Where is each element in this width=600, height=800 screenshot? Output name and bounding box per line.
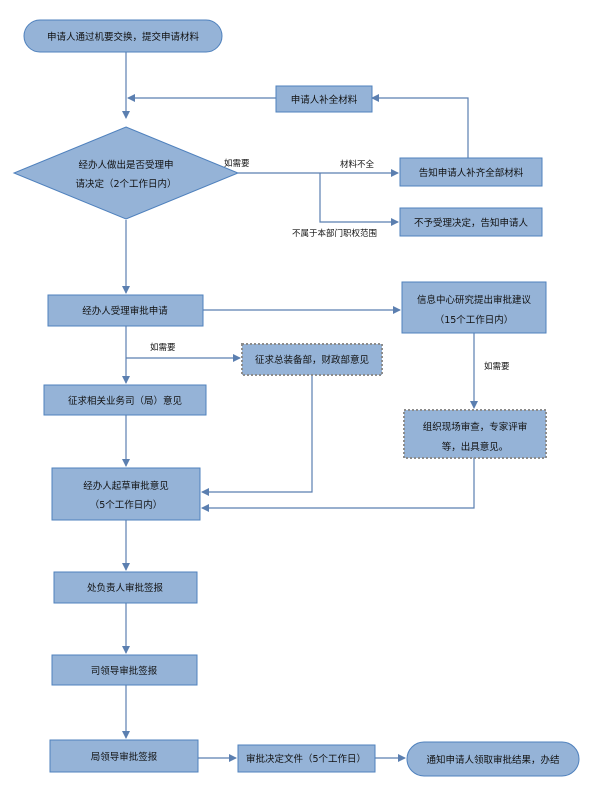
- end-node: 通知申请人领取审批结果，办结: [406, 741, 580, 777]
- edge-label-if-needed-3: 如需要: [484, 361, 510, 372]
- consult-finance-node-label: 征求总装备部，财政部意见: [255, 354, 369, 366]
- decision-doc-node: 审批决定文件（5个工作日）: [237, 744, 376, 773]
- bureau-leader-node: 局领导审批签报: [49, 739, 199, 773]
- info-center-node-label-line2: （15个工作日内）: [435, 314, 514, 326]
- decision-node: 经办人做出是否受理申 请决定（2个工作日内）: [12, 126, 240, 220]
- supplement-node: 申请人补全材料: [275, 85, 373, 113]
- draft-node: 经办人起草审批意见 （5个工作日内）: [51, 467, 201, 521]
- connectors: [122, 52, 478, 762]
- accept-node-label: 经办人受理审批申请: [82, 305, 168, 317]
- connector-notify-to-supplement: [371, 94, 469, 158]
- draft-node-label-line1: 经办人起草审批意见: [83, 480, 169, 492]
- decision-node-label-line1: 经办人做出是否受理申: [78, 159, 173, 171]
- info-center-node: 信息中心研究提出审批建议 （15个工作日内）: [401, 281, 547, 334]
- connector-decision-to-reject: [319, 173, 399, 226]
- start-node-label: 申请人通过机要交换，提交申请材料: [47, 31, 200, 43]
- field-review-node: 组织现场审查，专家评审 等，出具意见。: [403, 409, 547, 459]
- notify-supplement-node-label: 告知申请人补齐全部材料: [419, 167, 524, 179]
- supplement-node-label: 申请人补全材料: [291, 94, 358, 106]
- division-head-node-label: 处负责人审批签报: [87, 582, 164, 594]
- division-head-node: 处负责人审批签报: [53, 571, 198, 604]
- connector-field-review-to-draft: [201, 458, 475, 512]
- field-review-node-label-line2: 等，出具意见。: [442, 441, 509, 453]
- edge-label-out-of-scope: 不属于本部门职权范围: [292, 228, 377, 239]
- bureau-leader-node-label: 局领导审批签报: [91, 751, 158, 763]
- consult-finance-node: 征求总装备部，财政部意见: [241, 343, 383, 376]
- edge-label-if-needed-2: 如需要: [150, 342, 176, 353]
- accept-node: 经办人受理审批申请: [47, 294, 204, 327]
- field-review-node-label-line1: 组织现场审查，专家评审: [423, 421, 528, 433]
- draft-node-label-line2: （5个工作日内）: [90, 499, 163, 511]
- consult-related-node: 征求相关业务司（局）意见: [43, 384, 207, 416]
- start-node: 申请人通过机要交换，提交申请材料: [23, 19, 223, 53]
- edge-label-incomplete: 材料不全: [340, 159, 375, 170]
- decision-node-label-line2: 请决定（2个工作日内）: [75, 178, 176, 190]
- dept-leader-node: 司领导审批签报: [51, 654, 198, 686]
- connector-consult-finance-to-draft: [201, 375, 313, 496]
- edge-label-if-needed-1: 如需要: [224, 158, 250, 169]
- decision-doc-node-label: 审批决定文件（5个工作日）: [246, 753, 366, 765]
- consult-related-node-label: 征求相关业务司（局）意见: [68, 395, 182, 407]
- reject-node-label: 不予受理决定，告知申请人: [414, 217, 529, 229]
- dept-leader-node-label: 司领导审批签报: [91, 665, 158, 677]
- info-center-node-label-line1: 信息中心研究提出审批建议: [417, 294, 532, 306]
- reject-node: 不予受理决定，告知申请人: [399, 207, 543, 237]
- notify-supplement-node: 告知申请人补齐全部材料: [399, 157, 543, 187]
- end-node-label: 通知申请人领取审批结果，办结: [426, 754, 559, 766]
